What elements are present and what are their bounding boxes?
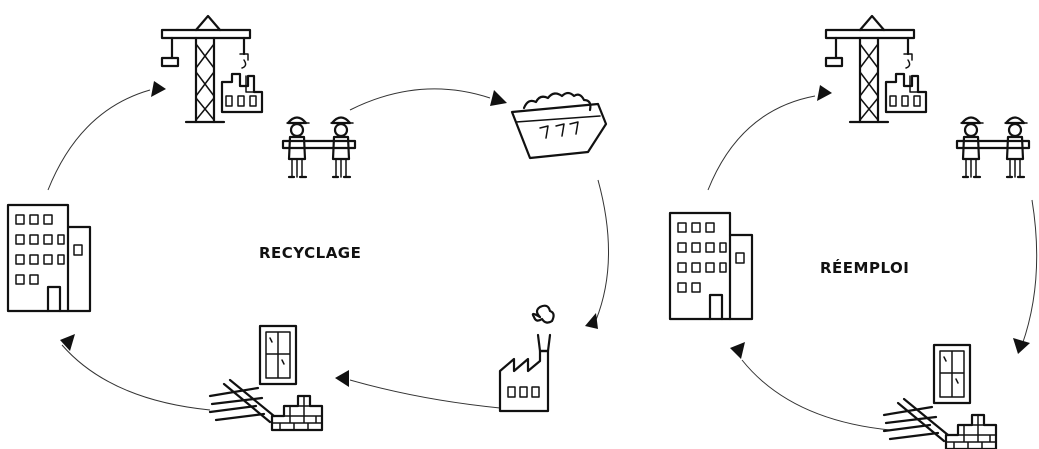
arc-workers-to-skip — [349, 88, 491, 111]
crane-icon — [160, 14, 264, 124]
arrow-icon — [585, 313, 598, 329]
arrow-icon — [817, 85, 832, 101]
arc-workers-to-materials — [1021, 199, 1038, 346]
building-icon — [668, 211, 754, 321]
arc-materials-to-building — [741, 359, 891, 431]
arc-factory-to-materials — [349, 379, 501, 409]
arrow-icon — [60, 334, 75, 351]
building-icon — [6, 203, 92, 313]
workers-icon — [957, 118, 1029, 178]
recycling-label: RECYCLAGE — [259, 244, 361, 262]
workers-icon — [283, 118, 355, 178]
arrow-icon — [335, 370, 349, 387]
crane-icon — [824, 14, 928, 124]
arc-building-to-crane — [707, 95, 816, 191]
arc-skip-to-factory — [595, 179, 610, 321]
dumpster-icon — [510, 91, 608, 160]
arc-building-to-crane — [47, 89, 151, 191]
arc-materials-to-building — [61, 344, 211, 411]
recycling-cycle: RECYCLAGE — [6, 14, 610, 432]
factory-icon — [498, 304, 555, 413]
materials-icon — [208, 324, 324, 432]
arrow-icon — [730, 342, 745, 359]
materials-icon — [882, 343, 998, 449]
reuse-label: RÉEMPLOI — [820, 258, 909, 277]
arrow-icon — [490, 90, 507, 106]
arrow-icon — [1013, 338, 1030, 354]
reuse-cycle: RÉEMPLOI — [668, 14, 1038, 449]
arrow-icon — [151, 81, 166, 97]
